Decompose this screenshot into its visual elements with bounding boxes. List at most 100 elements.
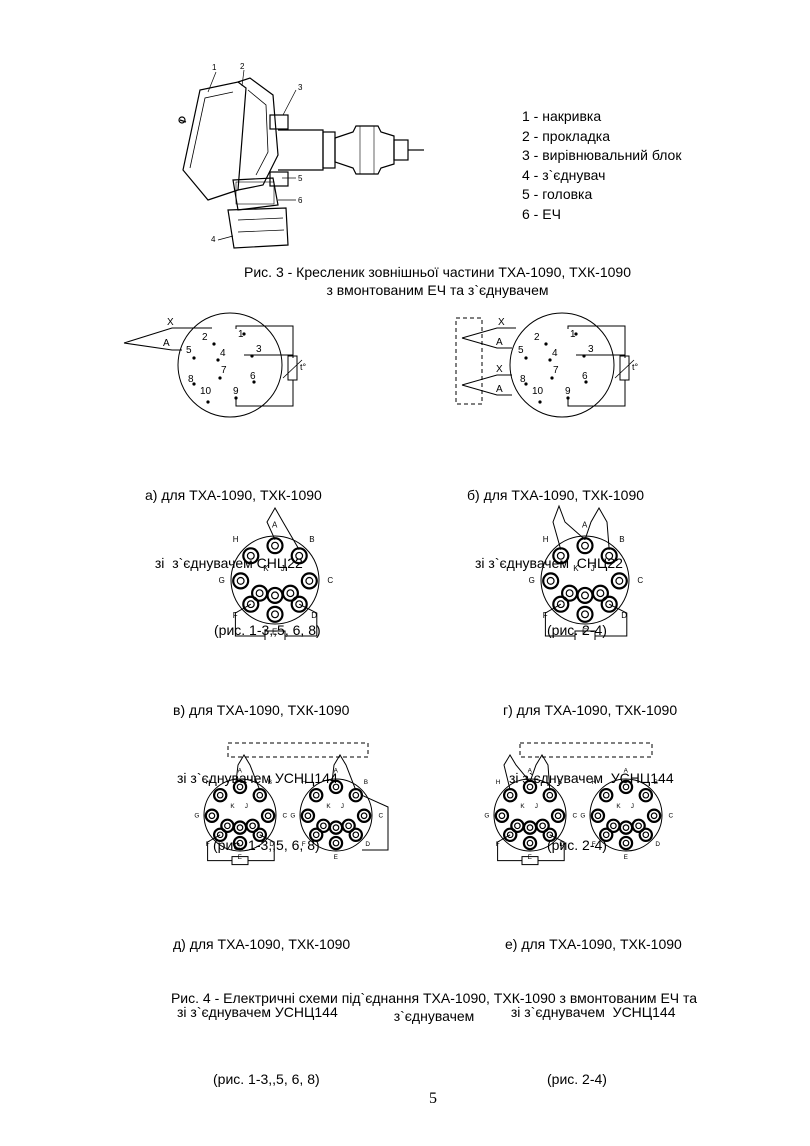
pin-label: J <box>535 803 538 810</box>
thermocouple-symbol-1 <box>235 754 261 791</box>
pin-label: 7 <box>553 365 559 376</box>
figure3-legend: 1 - накривка 2 - прокладка 3 - вирівнюва… <box>522 107 681 224</box>
pin-E-inner <box>622 839 630 847</box>
wire-label-a: A <box>163 338 170 349</box>
pin-label: 10 <box>200 386 212 397</box>
pin-A <box>618 779 634 795</box>
dashed-box <box>455 317 483 405</box>
pin-F-inner <box>312 831 320 839</box>
pin-label: 8 <box>188 374 194 385</box>
pin-center-2-inner <box>345 822 352 830</box>
pin-C-inner <box>264 812 272 820</box>
pin-F <box>552 595 570 613</box>
pin-C <box>646 808 662 823</box>
thermocouple-symbol-2 <box>461 374 512 396</box>
pin-B-inner <box>295 551 304 560</box>
gasket-part <box>237 77 279 191</box>
pin-G <box>204 808 220 823</box>
cover-screw <box>178 116 186 124</box>
wire-label-a2: A <box>496 384 503 395</box>
pin-center-3 <box>561 584 579 602</box>
pin-1 <box>574 332 578 336</box>
pin-center-1 <box>618 820 634 835</box>
pin-B <box>348 787 364 803</box>
pin-D <box>542 827 558 843</box>
pin-2 <box>544 342 548 346</box>
pin-label: 1 <box>238 329 244 340</box>
legend-item: 5 - головка <box>522 186 593 202</box>
pin-label: J <box>341 803 344 810</box>
pin-label: K <box>230 803 235 810</box>
pin-label: K <box>573 564 579 573</box>
connector-circle <box>589 778 663 852</box>
pin-B-inner <box>642 791 650 799</box>
pin-center-2-inner <box>249 822 256 830</box>
sensing-element <box>232 177 279 211</box>
pin-center-3-inner <box>224 822 231 830</box>
pin-6 <box>584 380 588 384</box>
caption-b-line1: б) для ТХА-1090, ТХК-1090 <box>467 487 645 503</box>
pin-label: E <box>238 854 242 861</box>
pin-G-inner <box>208 812 216 820</box>
pin-label: D <box>621 611 627 620</box>
connector-part <box>227 207 289 249</box>
thermocouple-symbol-1 <box>503 754 531 791</box>
pin-F <box>212 827 228 843</box>
caption-e: е) для ТХА-1090, ТХК-1090 зі з`єднувачем… <box>505 888 682 1113</box>
pin-H-inner <box>556 551 565 560</box>
pin-D <box>348 827 364 843</box>
pin-A <box>576 537 594 555</box>
pin-label: C <box>378 812 383 819</box>
pin-D-inner <box>352 831 360 839</box>
pin-label: J <box>281 564 285 573</box>
dashed-box <box>227 742 369 758</box>
pin-A <box>522 779 538 795</box>
thermocouple-symbol <box>123 327 212 351</box>
pin-C-inner <box>305 576 314 585</box>
pin-label: A <box>334 768 339 775</box>
pin-5 <box>524 356 528 360</box>
connector-circle <box>493 778 567 852</box>
pin-center-3-inner <box>514 822 521 830</box>
pin-A-inner <box>236 783 244 791</box>
pin-label: 9 <box>233 386 239 397</box>
pin-label: G <box>290 812 295 819</box>
pin-label: B <box>309 535 314 544</box>
connector-circle <box>203 778 277 852</box>
pin-center-2 <box>591 584 609 602</box>
pin-center-2-inner <box>539 822 546 830</box>
connector-circle <box>540 535 630 625</box>
temp-label: t° <box>300 362 307 372</box>
pin-1 <box>242 332 246 336</box>
resistor-symbol <box>287 355 298 381</box>
caption-v-line1: в) для ТХА-1090, ТХК-1090 <box>173 702 350 718</box>
pin-label: B <box>619 535 624 544</box>
pin-label: H <box>206 779 211 786</box>
pin-label: 6 <box>250 371 256 382</box>
caption-line: з`єднувачем <box>393 1008 475 1024</box>
pin-B-inner <box>546 791 554 799</box>
pin-F <box>502 827 518 843</box>
pin-label: H <box>496 779 501 786</box>
pin-label: E <box>272 627 277 636</box>
pin-label: B <box>654 779 658 786</box>
block-part-2 <box>269 171 289 187</box>
pin-label: B <box>558 779 562 786</box>
pin-7 <box>218 376 222 380</box>
legend-item: 4 - з`єднувач <box>522 166 606 183</box>
caption-g-line1: г) для ТХА-1090, ТХК-1090 <box>503 702 678 718</box>
pin-B <box>252 787 268 803</box>
wire-label-x2: X <box>496 364 503 375</box>
pin-label: K <box>326 803 331 810</box>
pin-G-inner <box>236 576 245 585</box>
pin-A <box>232 779 248 795</box>
nut-part <box>334 125 395 175</box>
pin-C <box>550 808 566 823</box>
pin-center-1 <box>232 820 248 835</box>
caption-d-line2: зі з`єднувачем УСНЦ144 <box>177 1003 338 1020</box>
pin-10 <box>206 400 210 404</box>
pin-center-1-inner <box>236 824 244 831</box>
pin-D-inner <box>295 600 304 609</box>
